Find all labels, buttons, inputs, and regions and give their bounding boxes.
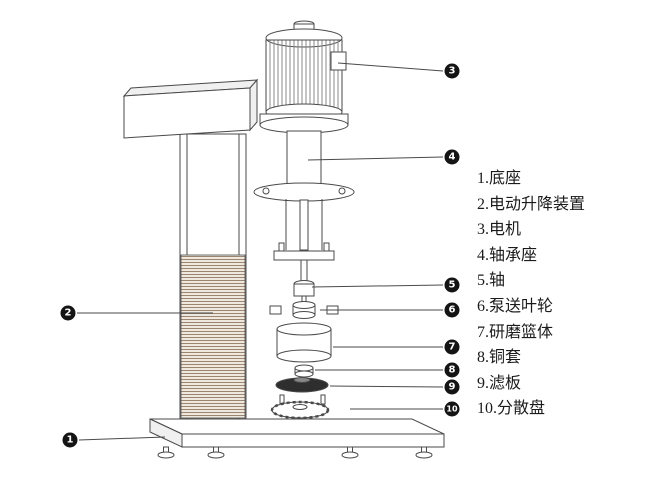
callout-badge-4: 4 [444,149,460,165]
bearing-seat-group [253,130,355,261]
foot [415,446,433,459]
basket-group [276,322,332,363]
legend-item: 5.轴 [477,272,506,290]
callout-badge-6: 6 [444,302,460,318]
callout-badge-10: 10 [444,401,460,417]
legend-item: 9.滤板 [477,374,522,392]
legend-item: 8.铜套 [477,349,522,367]
callout-badge-8: 8 [444,362,460,378]
legend-item: 2.电动升降装置 [477,195,586,213]
legend: 1.底座 2.电动升降装置 3.电机 4.轴承座 5.轴 6.泵送叶轮 7.研磨… [477,166,585,422]
legend-item: 4.轴承座 [477,246,538,264]
filter-plate-group [275,377,329,393]
legend-item: 7.研磨篮体 [477,323,554,341]
legend-item: 1.底座 [477,170,522,187]
callout-badge-5: 5 [444,277,460,293]
motor-group [259,20,349,134]
base-group [149,418,445,459]
callout-badge-1: 1 [62,432,78,448]
callout-badge-9: 9 [444,379,460,395]
shaft-group [293,259,315,305]
legend-item: 3.电机 [477,221,522,239]
foot [157,446,175,459]
legend-item: 6.泵送叶轮 [477,297,554,315]
callout-badge-2: 2 [60,305,76,321]
lifting-column-group [122,78,259,420]
foot [341,446,359,459]
callout-badge-7: 7 [444,339,460,355]
callout-badge-3: 3 [444,63,460,79]
legend-item: 10.分散盘 [477,400,546,418]
copper-sleeve-group [294,364,314,378]
foot [207,446,225,459]
leader-lines [77,62,444,441]
dispersion-disc-group [270,394,330,420]
